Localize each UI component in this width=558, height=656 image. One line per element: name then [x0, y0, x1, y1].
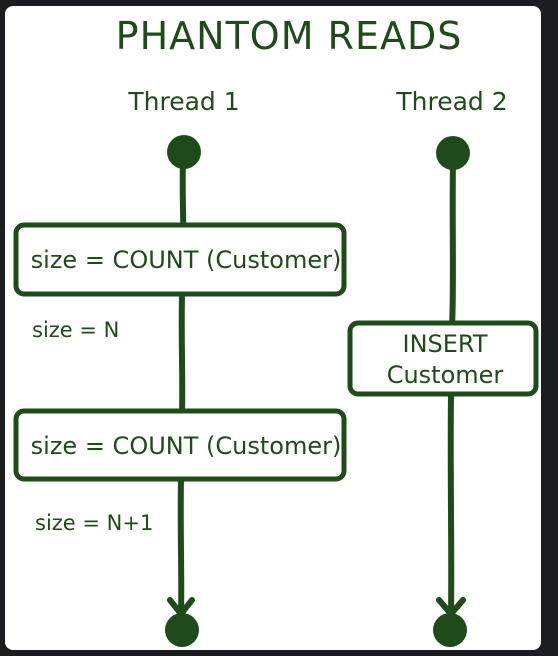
thread-1-step-2: size = COUNT (Customer)	[13, 408, 347, 482]
thread-2-end-node	[433, 613, 467, 647]
thread-2-lifeline	[433, 136, 470, 647]
thread-1-step-1: size = COUNT (Customer)	[13, 222, 347, 297]
thread-1-end-node	[165, 613, 199, 647]
thread-2-insert-step: INSERT Customer	[347, 320, 539, 397]
thread-1-label: Thread 1	[127, 87, 239, 116]
thread-2-step-line-1: INSERT	[402, 330, 487, 358]
thread-1-note-1: size = N	[32, 318, 119, 342]
thread-1-step-2-text: size = COUNT (Customer)	[31, 432, 342, 460]
thread-1-start-node	[167, 135, 201, 169]
thread-2-label: Thread 2	[395, 87, 507, 116]
diagram-title: PHANTOM READS	[116, 14, 463, 58]
thread-2-start-node	[436, 136, 470, 170]
thread-1-step-1-text: size = COUNT (Customer)	[31, 246, 342, 274]
thread-2-step-line-2: Customer	[387, 361, 504, 389]
thread-1-lifeline	[165, 135, 201, 647]
thread-1-note-2: size = N+1	[35, 511, 153, 535]
